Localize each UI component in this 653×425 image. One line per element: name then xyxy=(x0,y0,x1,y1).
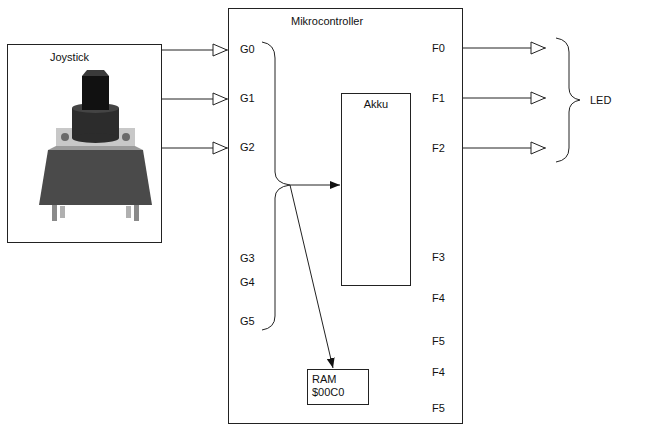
pin-name: G0 xyxy=(240,43,255,56)
joystick-box: Joystick xyxy=(7,44,162,243)
controller-box: MikrocontrollerAkkuRAM$00C0 xyxy=(228,8,463,424)
box-title: Mikrocontroller xyxy=(291,15,462,28)
box-title: Joystick xyxy=(50,51,161,64)
box-title: Akku xyxy=(342,98,410,111)
pin-name: F1 xyxy=(432,92,445,105)
bus-arrow-ram xyxy=(290,185,333,368)
pin-name: G4 xyxy=(240,276,255,289)
pin-name: F2 xyxy=(432,142,445,155)
output-arrow xyxy=(463,148,546,149)
pin-name: F3 xyxy=(432,251,445,264)
pin-name: F4 xyxy=(432,366,445,379)
pin-name: G5 xyxy=(240,315,255,328)
signal-arrow xyxy=(162,99,228,100)
pin-name: F5 xyxy=(432,402,445,415)
led-brace xyxy=(556,38,580,162)
accumulator-box: Akku xyxy=(341,93,411,286)
pin-name: F5 xyxy=(432,335,445,348)
signal-arrow xyxy=(162,50,228,51)
pin-name: F4 xyxy=(432,292,445,305)
output-arrow xyxy=(463,98,546,99)
joystick-illustration xyxy=(39,70,152,221)
signal-arrow xyxy=(162,148,228,149)
pin-name: G2 xyxy=(240,141,255,154)
ram-box: RAM$00C0 xyxy=(307,369,369,405)
pin-name: F0 xyxy=(432,42,445,55)
pin-name: G3 xyxy=(240,252,255,265)
box-title: RAM xyxy=(312,373,368,386)
pin-name: G1 xyxy=(240,92,255,105)
box-text: $00C0 xyxy=(312,386,368,399)
bus-arrow-akku xyxy=(290,185,340,186)
output-label: LED xyxy=(590,94,611,107)
output-arrow xyxy=(463,48,546,49)
pin-brace xyxy=(262,42,290,330)
